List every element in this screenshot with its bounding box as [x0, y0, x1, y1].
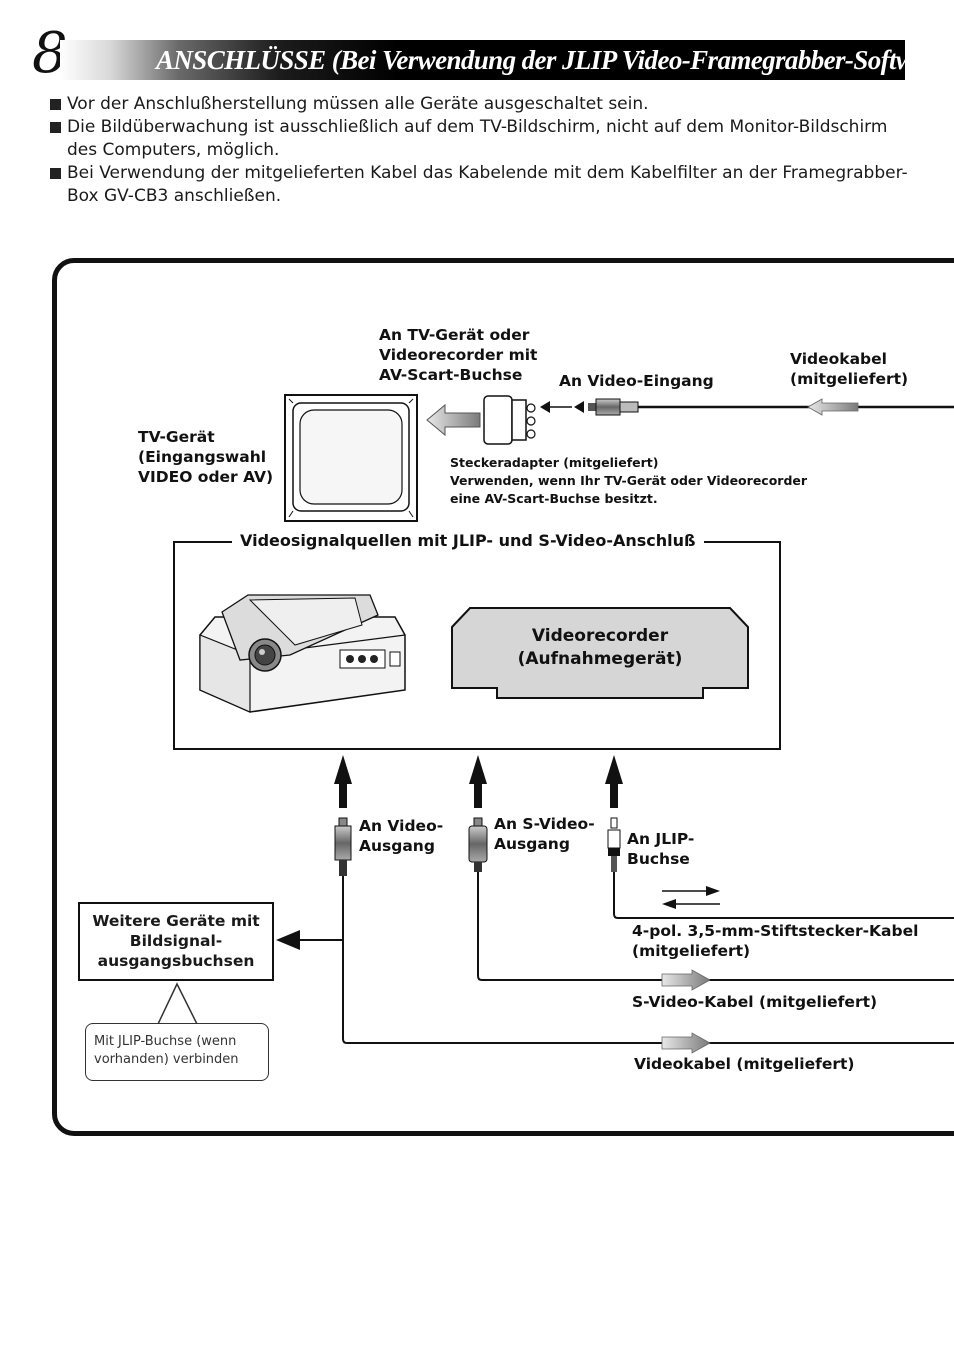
camcorder-dock-icon	[199, 594, 406, 713]
bullet-square-icon	[50, 168, 61, 179]
title-bar	[60, 40, 905, 80]
page-title: ANSCHLÜSSE (Bei Verwendung der JLIP Vide…	[156, 45, 954, 75]
jlip-label: An JLIP- Buchse	[627, 830, 695, 868]
video-input-label: An Video-Eingang	[559, 372, 714, 390]
arrow-left-gray-icon	[807, 398, 859, 416]
svideo-out-label: An S-Video- Ausgang	[494, 815, 595, 853]
scart-adapter-icon	[483, 395, 536, 445]
tv-label: TV-Gerät (Eingangswahl VIDEO oder AV)	[138, 428, 274, 486]
arrow-left-small-icon	[662, 899, 676, 909]
vcr-icon	[451, 607, 749, 699]
bullet-text: Vor der Anschlußherstellung müssen alle …	[67, 94, 649, 114]
arrow-left-small-icon	[540, 401, 550, 413]
bullet-item: Bei Verwendung der mitgelieferten Kabel …	[50, 162, 910, 208]
other-devices-label: Weitere Geräte mit Bildsignal- ausgangsb…	[92, 912, 260, 970]
tv-set-icon	[284, 394, 418, 522]
bullet-text: Die Bildüberwachung ist ausschließlich a…	[67, 117, 888, 160]
video-cable-top-label: Videokabel (mitgeliefert)	[790, 350, 909, 388]
arrow-to-tv-icon	[426, 403, 481, 437]
svideo-cable-label: S-Video-Kabel (mitgeliefert)	[632, 993, 878, 1011]
video-cable-bottom-label: Videokabel (mitgeliefert)	[634, 1055, 855, 1073]
rca-plug-icon	[588, 398, 639, 416]
video-out-label: An Video- Ausgang	[359, 817, 444, 855]
sources-title: Videosignalquellen mit JLIP- und S-Video…	[232, 531, 704, 551]
bullet-square-icon	[50, 99, 61, 110]
arrow-right-gray-icon	[661, 1032, 711, 1054]
vcr-label: Videorecorder (Aufnahmegerät)	[517, 626, 683, 669]
video-out-connection	[276, 755, 954, 1054]
bullet-item: Vor der Anschlußherstellung müssen alle …	[50, 93, 910, 116]
tv-target-label: An TV-Gerät oder Videorecorder mit AV-Sc…	[379, 326, 538, 384]
arrow-right-small-icon	[706, 886, 720, 896]
jlip-note: Mit JLIP-Buchse (wenn vorhanden) verbind…	[85, 1023, 269, 1081]
other-devices-box: Weitere Geräte mit Bildsignal- ausgangsb…	[78, 902, 274, 981]
diagram-frame	[52, 258, 954, 1136]
arrow-left-small-icon	[574, 401, 584, 413]
svideo-out-connection	[468, 755, 954, 991]
bullet-text: Bei Verwendung der mitgelieferten Kabel …	[67, 163, 908, 206]
bullet-square-icon	[50, 122, 61, 133]
adapter-note: Steckeradapter (mitgeliefert) Verwenden,…	[450, 455, 808, 506]
arrow-left-icon	[276, 930, 300, 950]
bullet-item: Die Bildüberwachung ist ausschließlich a…	[50, 116, 910, 162]
callout-pointer	[156, 982, 199, 1025]
jlip-cable-label: 4-pol. 3,5-mm-Stiftstecker-Kabel (mitgel…	[632, 922, 919, 960]
arrow-right-gray-icon	[661, 969, 711, 991]
jlip-connection	[605, 755, 954, 919]
